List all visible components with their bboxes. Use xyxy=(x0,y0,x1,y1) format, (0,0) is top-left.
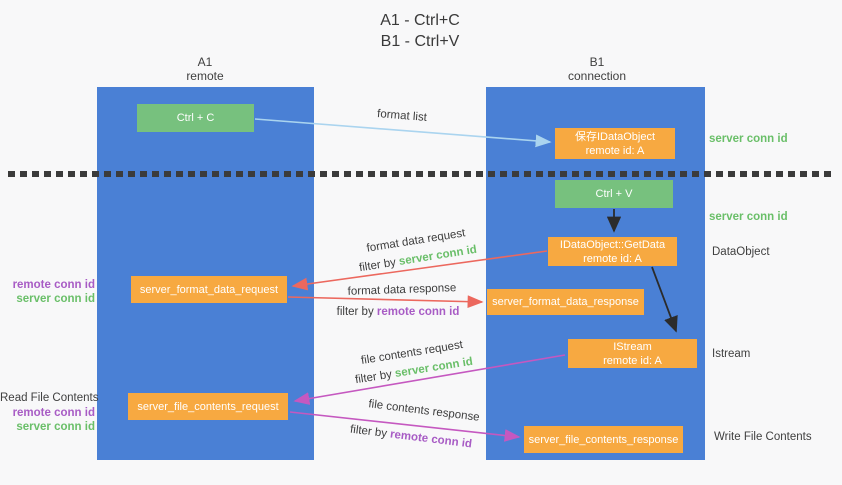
node-ctrl-v-label: Ctrl + V xyxy=(595,188,633,200)
edge-label-file-contents-response: file contents response xyxy=(367,398,481,424)
left-label-read-file-contents: Read File Contents xyxy=(0,392,99,404)
edge-label-filter-remote-2: filter by remote conn id xyxy=(349,424,472,451)
node-istream-line1: IStream xyxy=(613,340,652,353)
column-header-a1: A1 remote xyxy=(145,55,265,83)
edge-label-format-data-response: format data response xyxy=(347,282,457,298)
arrow-format-data-response xyxy=(287,295,484,309)
column-a1-subtitle: remote xyxy=(186,68,224,83)
column-b1-name: B1 xyxy=(589,55,605,69)
edge-label-format-list: format list xyxy=(376,108,428,124)
node-server-format-data-request: server_format_data_request xyxy=(131,276,287,303)
right-label-istream: Istream xyxy=(712,348,751,360)
right-label-server-conn-id-mid: server conn id xyxy=(709,211,788,223)
remote-conn-id-text: remote conn id xyxy=(389,428,473,451)
left-label-read-remote-conn-id: remote conn id xyxy=(12,407,95,419)
node-getdata-line2: remote id: A xyxy=(583,252,642,265)
title-line-1: A1 - Ctrl+C xyxy=(380,12,460,29)
node-server-format-data-response: server_format_data_response xyxy=(487,289,644,315)
filter-by-text: filter by xyxy=(358,256,397,275)
right-label-server-conn-id-top: server conn id xyxy=(709,133,788,145)
node-save-dataobject-line2: remote id: A xyxy=(585,144,645,157)
dashed-separator xyxy=(8,171,832,177)
node-save-dataobject-line1: 保存IDataObject xyxy=(574,130,656,143)
node-istream: IStream remote id: A xyxy=(568,339,697,368)
node-save-dataobject: 保存IDataObject remote id: A xyxy=(555,128,675,159)
column-a1-name: A1 xyxy=(197,55,213,69)
node-file-response-label: server_file_contents_response xyxy=(528,433,679,446)
column-b1-subtitle: connection xyxy=(567,68,627,83)
left-label-read-server-conn-id: server conn id xyxy=(16,421,95,433)
remote-conn-id-text: remote conn id xyxy=(376,306,460,318)
node-server-file-contents-request: server_file_contents_request xyxy=(128,393,288,420)
node-file-request-label: server_file_contents_request xyxy=(137,400,279,413)
left-label-server-conn-id: server conn id xyxy=(16,293,95,305)
column-header-b1: B1 connection xyxy=(537,55,657,83)
edge-label-filter-remote-1: filter by remote conn id xyxy=(337,306,460,318)
node-ctrl-c: Ctrl + C xyxy=(137,104,254,132)
node-format-response-label: server_format_data_response xyxy=(492,296,639,308)
right-label-dataobject: DataObject xyxy=(712,246,770,258)
node-format-request-label: server_format_data_request xyxy=(139,283,279,296)
node-server-file-contents-response: server_file_contents_response xyxy=(524,426,683,453)
node-ctrl-c-label: Ctrl + C xyxy=(176,112,215,124)
filter-by-text: filter by xyxy=(349,423,388,440)
filter-by-text: filter by xyxy=(336,306,374,318)
diagram-title: A1 - Ctrl+C B1 - Ctrl+V xyxy=(310,10,530,52)
node-getdata-line1: IDataObject::GetData xyxy=(559,238,666,251)
filter-by-text: filter by xyxy=(354,368,393,387)
node-ctrl-v: Ctrl + V xyxy=(555,180,673,208)
right-label-write-file-contents: Write File Contents xyxy=(714,431,812,443)
node-idataobject-getdata: IDataObject::GetData remote id: A xyxy=(548,237,677,266)
node-istream-line2: remote id: A xyxy=(603,354,662,367)
left-label-remote-conn-id: remote conn id xyxy=(12,279,95,291)
title-line-2: B1 - Ctrl+V xyxy=(380,33,460,50)
